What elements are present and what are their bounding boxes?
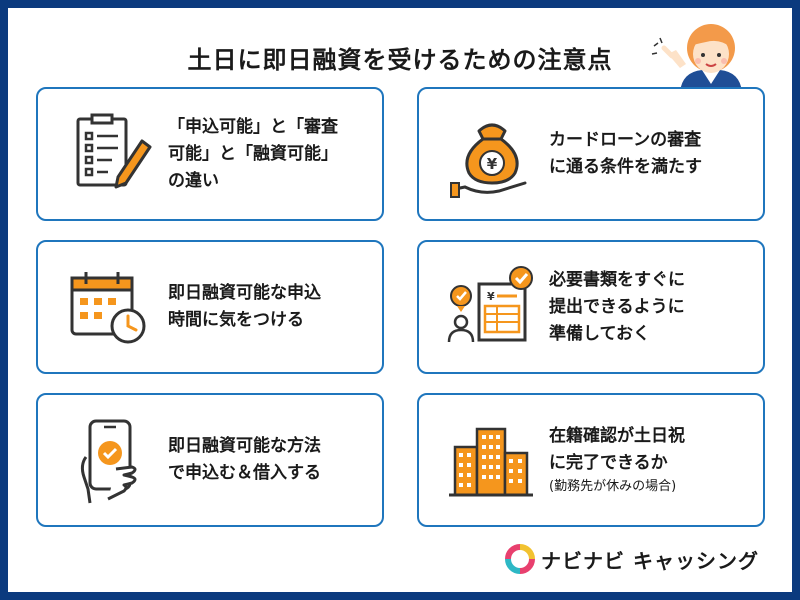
card-line: 即日融資可能な方法 xyxy=(168,436,321,456)
clipboard-pencil-icon xyxy=(76,113,152,189)
card-line: 時間に気をつける xyxy=(168,310,304,330)
card-line: 提出できるように xyxy=(549,296,685,317)
card-line: カードローンの審査 xyxy=(549,130,702,150)
card-prepare-documents: ¥ 必要書類をすぐに 提出できるように 準備しておく xyxy=(417,240,765,374)
card-apply-and-borrow-method: 即日融資可能な方法 で申込む＆借入する xyxy=(36,393,384,527)
card-line: の違い xyxy=(168,170,219,191)
card-text: 在籍確認が土日祝 に完了できるか (勤務先が休みの場合) xyxy=(549,395,759,525)
brand-ring-icon xyxy=(505,544,535,574)
svg-text:¥: ¥ xyxy=(487,290,495,303)
card-text: 即日融資可能な方法 で申込む＆借入する xyxy=(168,395,378,525)
card-text: カードローンの審査 に通る条件を満たす xyxy=(549,89,759,219)
card-employment-verification: 在籍確認が土日祝 に完了できるか (勤務先が休みの場合) xyxy=(417,393,765,527)
card-line: 即日融資可能な申込 xyxy=(168,283,321,303)
card-text: 必要書類をすぐに 提出できるように 準備しておく xyxy=(549,242,759,372)
calendar-clock-icon xyxy=(70,272,146,344)
card-line: に通る条件を満たす xyxy=(549,157,702,177)
money-bag-yen-icon: ¥ xyxy=(450,123,527,198)
card-application-review-loan-difference: 「申込可能」と「審査 可能」と「融資可能」 の違い xyxy=(36,87,384,221)
mascot-illustration xyxy=(651,24,742,92)
card-line: 「申込可能」と「審査 xyxy=(168,116,338,137)
smartphone-check-icon xyxy=(80,419,137,504)
card-subnote: (勤務先が休みの場合) xyxy=(549,479,677,494)
document-check-icon: ¥ xyxy=(447,266,533,343)
office-building-icon xyxy=(449,427,533,497)
brand-name: ナビナビ キャッシング xyxy=(541,548,759,573)
card-line: 在籍確認が土日祝 xyxy=(549,426,685,446)
card-text: 即日融資可能な申込 時間に気をつける xyxy=(168,242,378,372)
card-line: 準備しておく xyxy=(549,323,650,344)
card-text: 「申込可能」と「審査 可能」と「融資可能」 の違い xyxy=(168,89,378,219)
brand-logo[interactable]: ナビナビ キャッシング xyxy=(505,543,785,575)
card-meet-review-conditions: ¥ カードローンの審査 に通る条件を満たす xyxy=(417,87,765,221)
card-line: に完了できるか xyxy=(549,453,668,473)
svg-text:¥: ¥ xyxy=(487,155,498,173)
card-line: 可能」と「融資可能」 xyxy=(168,143,338,164)
page-title: 土日に即日融資を受けるための注意点 xyxy=(187,46,613,74)
card-application-time: 即日融資可能な申込 時間に気をつける xyxy=(36,240,384,374)
card-line: で申込む＆借入する xyxy=(168,463,321,483)
card-line: 必要書類をすぐに xyxy=(549,269,685,290)
